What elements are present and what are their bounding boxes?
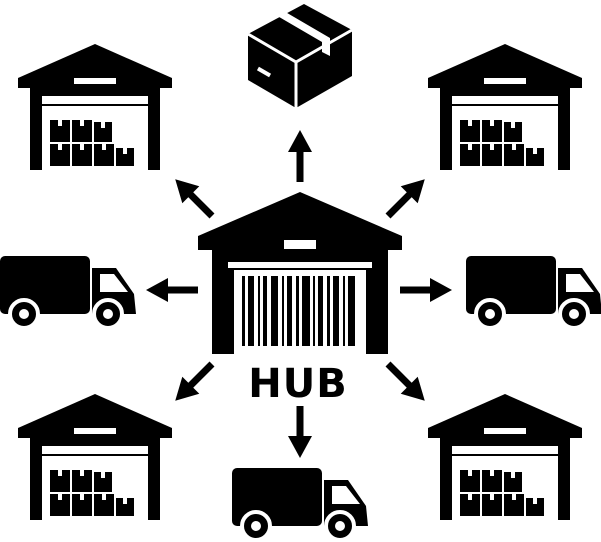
arrow-up-left-icon [166,170,221,225]
delivery-truck-icon [0,254,138,330]
arrow-right-icon [400,278,452,302]
delivery-truck-icon [230,466,370,542]
warehouse-icon [428,44,582,170]
arrow-down-icon [288,406,312,458]
warehouse-icon [428,394,582,520]
arrow-down-right-icon [379,355,434,410]
arrow-up-icon [288,130,312,182]
package-box-icon [247,4,353,108]
arrow-left-icon [146,278,198,302]
delivery-truck-icon [464,254,601,330]
arrow-up-right-icon [379,170,434,225]
arrow-down-left-icon [166,355,221,410]
hub-warehouse-icon [198,192,402,354]
warehouse-icon [18,394,172,520]
hub-label: HUB [248,361,348,407]
warehouse-icon [18,44,172,170]
